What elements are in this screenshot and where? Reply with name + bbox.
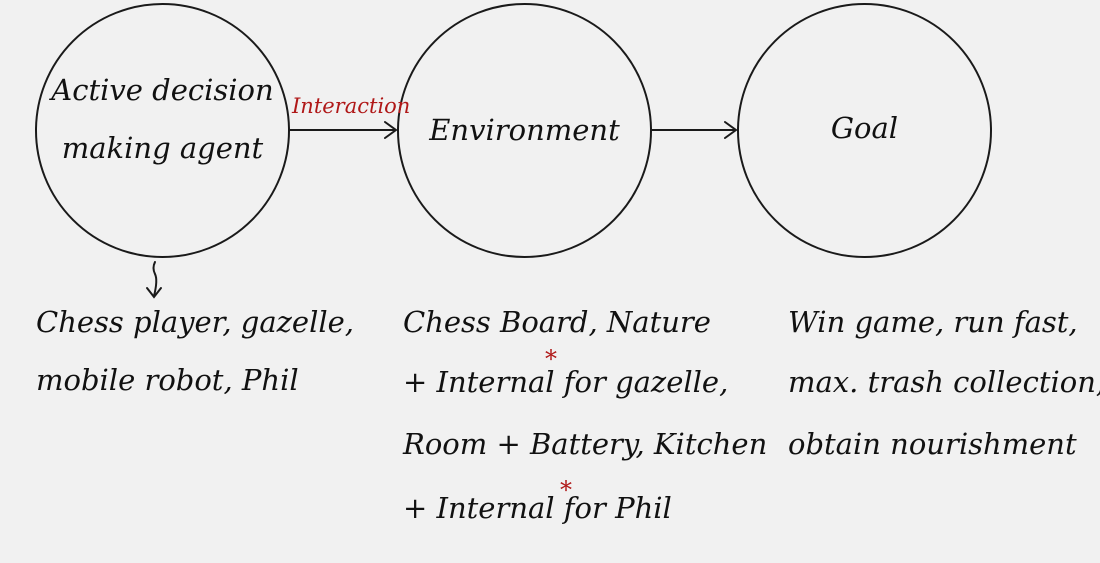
agent-down-arrowhead	[146, 287, 162, 299]
goal-caption-line-2: max. trash collection,	[788, 365, 1100, 399]
agent-caption: Chess player, gazelle, mobile robot, Phi…	[36, 290, 354, 412]
agent-down-arrow	[152, 261, 158, 297]
environment-node	[397, 3, 652, 258]
environment-caption-line-4: + Internal for Phil	[403, 491, 672, 525]
agent-label-line-2: making agent	[61, 131, 264, 165]
goal-caption-line-1: Win game, run fast,	[788, 305, 1078, 339]
agent-node-label: Active decision making agent	[45, 58, 280, 180]
goal-caption: Win game, run fast, max. trash collectio…	[788, 290, 1100, 476]
internal-phil-asterisk: *	[560, 476, 572, 504]
goal-label-line-1: Goal	[830, 111, 899, 145]
environment-caption-line-2: + Internal for gazelle,	[403, 365, 729, 399]
internal-gazelle-asterisk: *	[545, 345, 557, 373]
interaction-arrowhead	[384, 121, 398, 139]
agent-caption-line-1: Chess player, gazelle,	[36, 305, 355, 339]
goal-node	[737, 3, 992, 258]
environment-caption: Chess Board, Nature + Internal for gazel…	[403, 290, 767, 540]
environment-node-label: Environment	[407, 98, 642, 162]
interaction-label: Interaction	[292, 94, 411, 118]
goal-caption-line-3: obtain nourishment	[788, 427, 1077, 461]
agent-label-line-1: Active decision	[51, 73, 274, 107]
environment-goal-arrowhead	[724, 121, 738, 139]
environment-caption-line-1: Chess Board, Nature	[403, 305, 711, 339]
agent-node	[35, 3, 290, 258]
goal-node-label: Goal	[747, 96, 982, 160]
environment-caption-line-3: Room + Battery, Kitchen	[403, 427, 768, 461]
environment-label-line-1: Environment	[429, 113, 620, 147]
agent-caption-line-2: mobile robot, Phil	[36, 363, 299, 397]
